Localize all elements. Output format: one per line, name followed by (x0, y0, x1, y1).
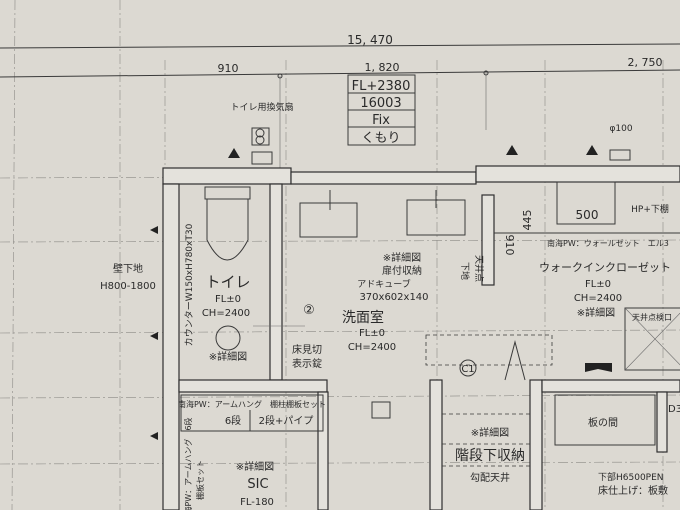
wood-floor-outline (554, 394, 656, 446)
floor-drain-icon (215, 325, 241, 351)
fan-label: トイレ用換気扇 (230, 101, 293, 113)
sic-fl: FL-180 (240, 497, 274, 508)
closet-fl: FL±0 (585, 279, 611, 290)
wood-floor-finish: 床仕上げ：板敷 (598, 484, 668, 497)
closet-detail: ※詳細図 (577, 306, 615, 319)
washroom-storage: 扉付収納 (382, 264, 422, 277)
marker-c1: C1 (461, 364, 474, 375)
toilet-bowl-icon (204, 186, 251, 261)
closet-name: ウォークインクローゼット (539, 261, 671, 274)
ceiling-point-label: 天井点 (473, 255, 485, 282)
dim-910: 910 (503, 235, 516, 256)
closet-spec: 南海PW：ウォールゼット エル3 (547, 238, 669, 248)
wood-floor-name: 板の間 (588, 416, 618, 429)
stair-storage-detail: ※詳細図 (471, 426, 509, 439)
wall-base-label: 壁下地 (113, 262, 143, 275)
closet-ch: CH=2400 (574, 293, 622, 304)
stair-storage-name: 階段下収納 (455, 448, 525, 464)
ceiling-hatch-icon (624, 307, 680, 371)
sic-shelf-outline (180, 394, 324, 432)
duct-label: φ100 (609, 124, 632, 134)
toilet-detail: ※詳細図 (209, 350, 247, 363)
toilet-fl: FL±0 (215, 294, 241, 305)
washroom-fl: FL±0 (359, 328, 385, 339)
shelf-500 (556, 181, 616, 225)
wood-floor-code: D30 (668, 404, 680, 415)
window-glass: くもり (361, 131, 400, 146)
window-code: 16003 (360, 96, 401, 111)
ladder-icon (504, 340, 526, 381)
sic-shelves-6: 6段 (225, 414, 241, 427)
wood-floor-lower: 下部H6500PEN (598, 471, 664, 483)
dim-center: 1, 820 (365, 61, 400, 74)
step-marker-icon (585, 363, 612, 372)
sic-side-spec: 南海PW：アームハング 6段 (183, 417, 193, 510)
walls (162, 165, 680, 510)
dimension-lines (0, 43, 680, 170)
upper-cabinet-outline (425, 334, 553, 366)
washroom-name: 洗面室 (342, 309, 384, 326)
toilet-room-name: トイレ (205, 273, 250, 291)
vent-marker-icons (150, 145, 598, 440)
washroom-product: アドキューブ (357, 278, 410, 290)
dim-500: 500 (576, 208, 599, 222)
stair-storage-ceiling: 勾配天井 (470, 471, 510, 484)
dim-445: 445 (521, 210, 534, 231)
washroom-detail: ※詳細図 (383, 251, 421, 264)
sink-icons (299, 190, 466, 238)
window-type: Fix (372, 113, 390, 128)
toilet-marker: ② (303, 303, 315, 318)
sic-detail: ※詳細図 (236, 460, 274, 473)
toilet-ch: CH=2400 (202, 308, 250, 319)
dim-left: 910 (218, 62, 239, 75)
dim-overall: 15, 470 (347, 33, 393, 47)
wall-base-height: H800-1800 (100, 281, 156, 292)
counter-spec: カウンターW150xH780xT30 (184, 223, 195, 346)
lock-label: 表示錠 (292, 357, 322, 370)
sic-side-spec-2: 棚板セット (195, 460, 205, 500)
sic-spec: 南海PW：アームハング 棚柱棚板セット (178, 399, 326, 409)
sic-name: SIC (247, 477, 268, 492)
fan-icon (251, 127, 273, 165)
ceiling-hatch-label: 天井点検口 (632, 312, 672, 322)
dim-right: 2, 750 (628, 56, 663, 69)
washroom-ch: CH=2400 (348, 342, 396, 353)
closet-hp: HP+下棚 (631, 203, 669, 215)
column-icon (371, 401, 391, 419)
washroom-product-size: 370x602x140 (359, 292, 428, 303)
duct-icon (609, 149, 631, 161)
base-label: 下地 (459, 262, 471, 280)
threshold-label: 床見切 (292, 343, 322, 356)
window-tag: FL+2380 16003 Fix くもり (347, 74, 416, 146)
window-level: FL+2380 (352, 79, 411, 94)
sic-shelves-2: 2段+パイプ (259, 414, 314, 427)
